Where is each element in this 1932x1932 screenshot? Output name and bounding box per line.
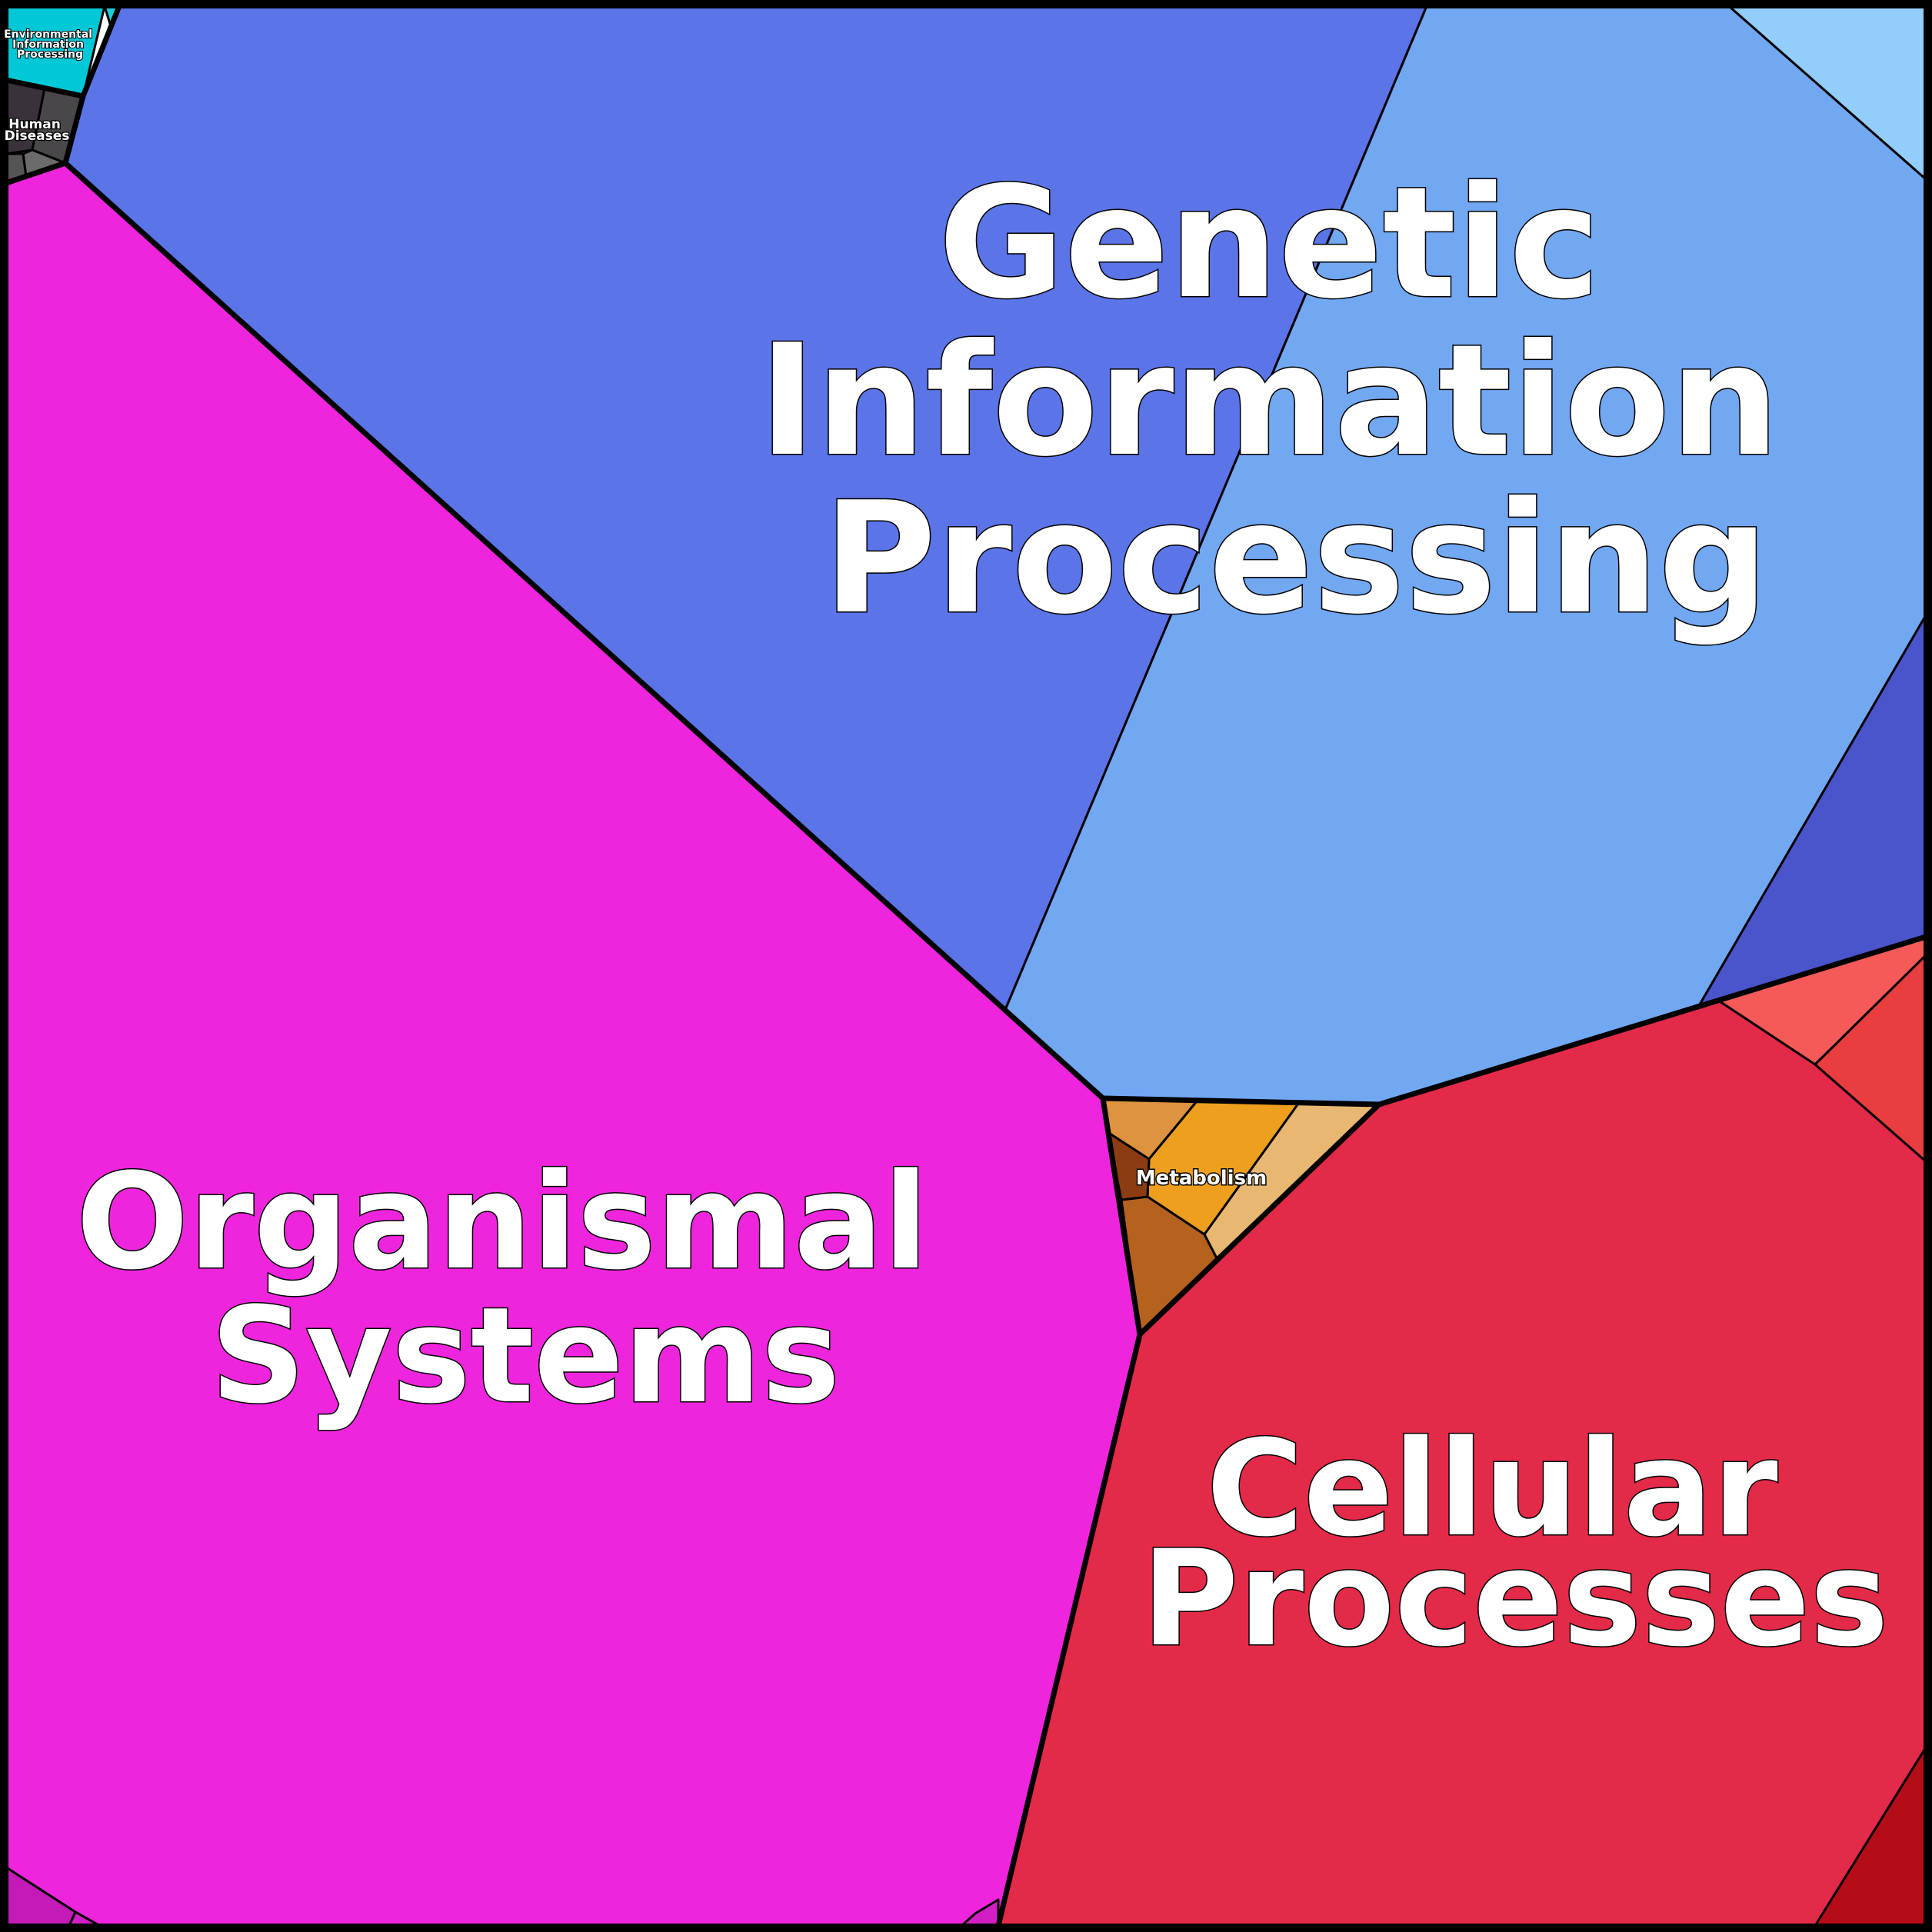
label-human-diseases: Human Diseases: [5, 117, 70, 144]
group-metabolism: [1101, 1097, 1381, 1336]
label-cellular-processes: Cellular Processes: [1141, 1411, 1888, 1676]
label-organismal-systems: Organismal Systems: [76, 1144, 974, 1433]
label-metabolism: Metabolism: [1136, 1167, 1267, 1190]
label-environmental-information-processing: Environmental Information Processing: [4, 28, 96, 61]
group-genetic-information-processing: [64, 5, 1927, 1106]
group-cellular-processes: [997, 935, 1927, 1927]
label-genetic-information-processing: Genetic Information Processing: [759, 154, 1834, 648]
group-boundaries: [3, 3, 1929, 1929]
group-human-diseases: [5, 78, 85, 185]
